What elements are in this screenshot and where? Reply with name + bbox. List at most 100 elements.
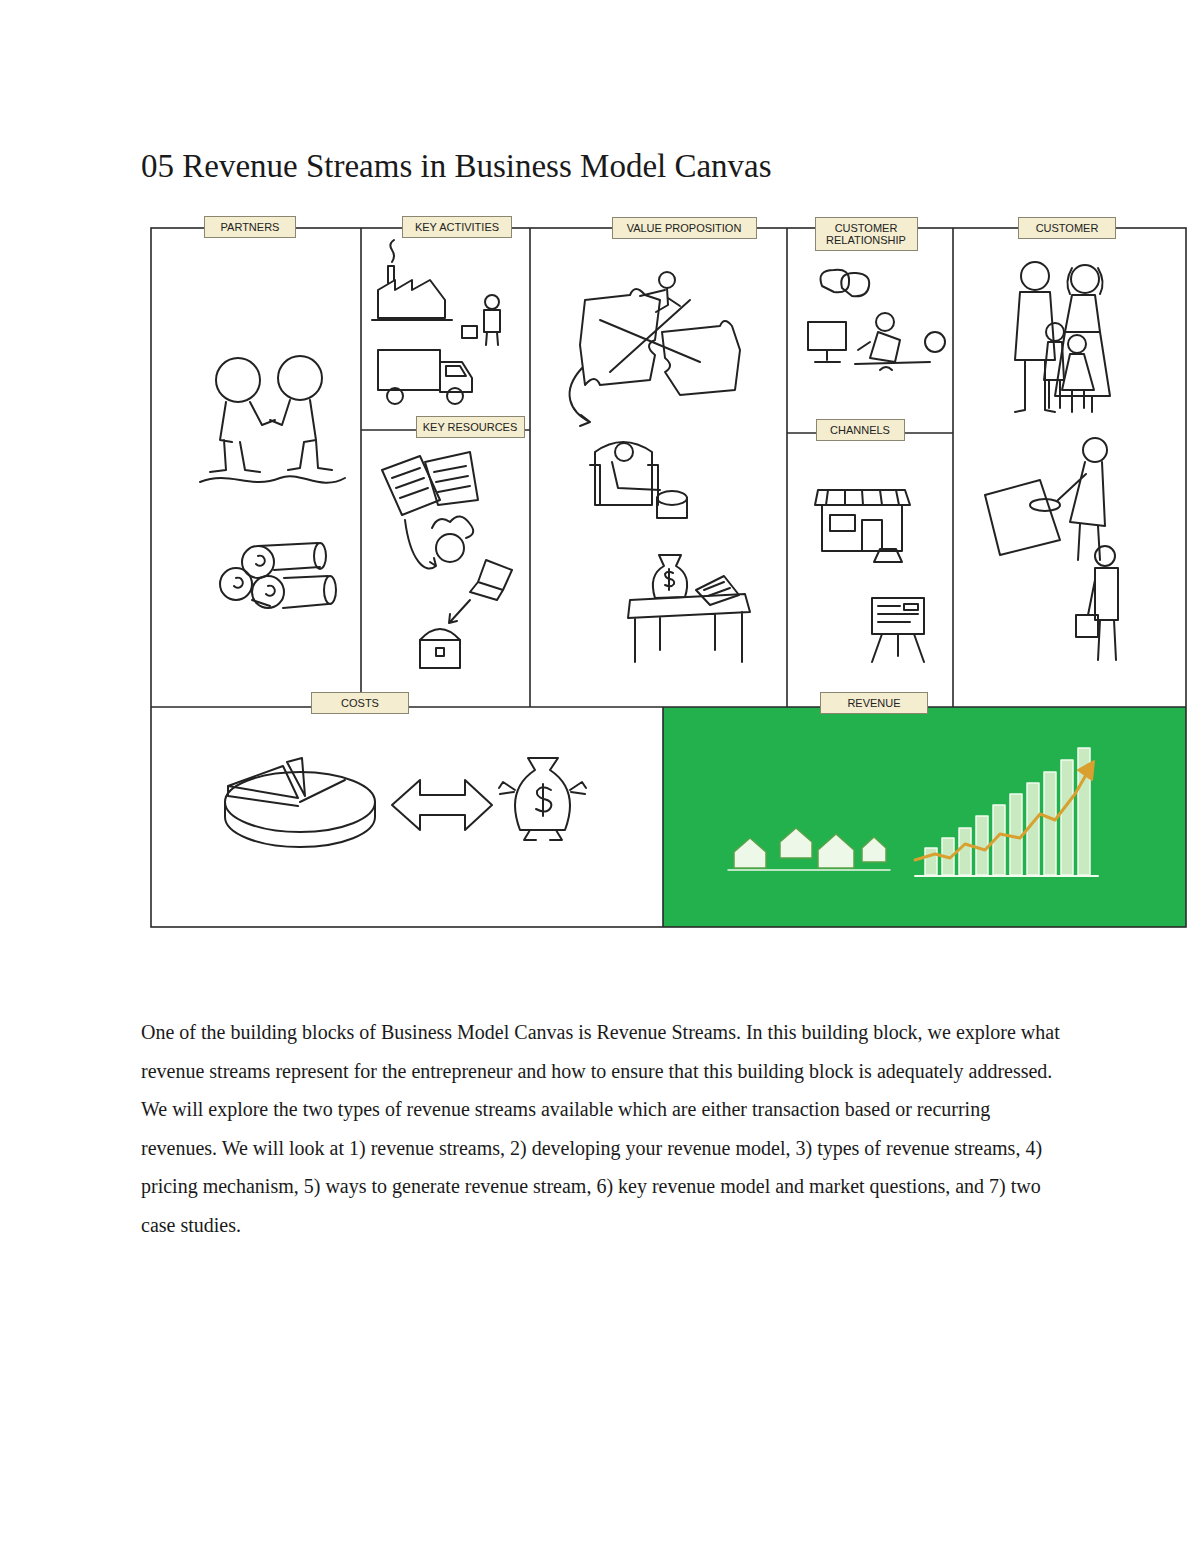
revenue-ground-part [663, 707, 1186, 927]
partners-sketch-part [324, 576, 336, 604]
customer-block: CUSTOMER [953, 228, 1186, 707]
channels-sketch-part [874, 549, 902, 562]
channels-sketch-part [872, 598, 924, 634]
revenue-sketch-part-part [925, 848, 937, 875]
customer-sketch-part [1044, 342, 1064, 408]
key-resources-sketch-part [436, 534, 464, 562]
key-activities-sketch-part [378, 350, 440, 390]
page-title: 05 Revenue Streams in Business Model Can… [141, 146, 772, 186]
channels-sketch-part [815, 490, 910, 505]
costs-sketch-part [392, 780, 492, 830]
costs-sketch-part [228, 766, 298, 806]
customer-relationship-sketch-part [841, 273, 869, 296]
block-label-tab: COSTS [311, 692, 409, 714]
customer-relationship-block: CUSTOMER RELATIONSHIP [787, 228, 953, 433]
value-proposition-sketch-part [659, 272, 675, 288]
customer-sketch-part [985, 480, 1060, 555]
key-activities-sketch-part [388, 240, 394, 283]
customer-sketch-part [1095, 546, 1115, 566]
revenue-sketch-part [925, 748, 1090, 875]
revenue-sketch-part [728, 869, 890, 871]
value-proposition-sketch-part [628, 594, 750, 662]
customer-sketch-part [1062, 354, 1094, 408]
key-activities-sketch-part [378, 280, 445, 318]
partners-sketch-part [314, 543, 326, 569]
revenue-sketch [728, 748, 1098, 876]
partners-sketch-part [278, 356, 322, 400]
revenue-block: REVENUE [663, 707, 1186, 927]
revenue-sketch-part-part [1010, 794, 1022, 875]
channels-sketch-part [862, 520, 882, 551]
revenue-sketch-part-part [959, 828, 971, 875]
partners-sketch-part [216, 358, 260, 402]
customer-relationship-sketch-part [880, 367, 892, 370]
revenue-sketch-part-part [1061, 760, 1073, 875]
canvas-grid-part [151, 228, 1186, 927]
customer-sketch-part [1030, 499, 1060, 511]
key-activities-sketch-part [387, 388, 403, 404]
value-proposition-sketch-part [570, 368, 590, 426]
value-proposition-sketch-part [662, 321, 740, 395]
block-label-tab: CUSTOMER [1018, 217, 1116, 239]
revenue-sketch-part [915, 768, 1090, 860]
revenue-sketch-part-part [862, 837, 886, 862]
key-activities-sketch-part [372, 319, 452, 321]
partners-sketch-part [252, 543, 328, 608]
key-resources-sketch [382, 452, 512, 668]
channels-block: CHANNELS [787, 433, 953, 707]
customer-sketch-part [1078, 524, 1100, 560]
customer-sketch-part [1068, 335, 1086, 353]
canvas-grid [151, 228, 1186, 927]
intro-paragraph: One of the building blocks of Business M… [141, 1013, 1071, 1245]
value-proposition-sketch-part [615, 443, 633, 461]
customer-relationship-sketch-part [821, 270, 850, 293]
costs-sketch-part [225, 802, 375, 847]
key-activities-sketch-part [462, 326, 477, 338]
value-proposition-sketch-part [653, 555, 687, 598]
costs-sketch-part [300, 780, 345, 802]
partners-sketch-part [252, 576, 284, 608]
value-proposition-sketch-part [657, 491, 687, 505]
customer-sketch-part [1021, 262, 1049, 290]
key-resources-sketch-part [432, 516, 473, 538]
customer-relationship-sketch-part [855, 362, 930, 364]
block-label-tab: KEY ACTIVITIES [402, 216, 512, 238]
customer-sketch-part [1071, 265, 1099, 293]
key-activities-sketch-part [485, 295, 499, 309]
block-label-tab: KEY RESOURCES [416, 416, 525, 438]
customer-sketch-part [1058, 462, 1105, 526]
partners-sketch-part [200, 476, 345, 483]
partners-sketch-part [210, 402, 275, 472]
key-resources-sketch-part [425, 452, 478, 505]
revenue-sketch-part [734, 828, 886, 868]
costs-sketch [225, 758, 586, 847]
customer-sketch-part [1083, 438, 1107, 462]
value-proposition-sketch-part [612, 462, 660, 490]
key-resources-sketch-part [449, 600, 470, 623]
partners-sketch [200, 356, 345, 608]
customer-relationship-sketch-part [808, 322, 846, 350]
customer-sketch-part [1046, 323, 1064, 341]
key-resources-sketch-part [405, 520, 436, 569]
channels-sketch-part [872, 634, 924, 662]
key-activities-sketch-part [447, 388, 463, 404]
customer-relationship-sketch-part [858, 332, 900, 362]
costs-sketch-part [536, 784, 551, 816]
key-resources-sketch-part [420, 629, 460, 656]
value-proposition-sketch-part [600, 290, 700, 372]
costs-sketch-part [515, 758, 570, 830]
block-label-tab: CUSTOMER RELATIONSHIP [815, 217, 918, 251]
block-label-tab: CHANNELS [816, 419, 905, 441]
channels-sketch-part [822, 505, 902, 551]
revenue-sketch-part [1078, 761, 1094, 780]
revenue-sketch-part-part [976, 816, 988, 875]
key-activities-sketch [372, 240, 500, 404]
customer-relationship-sketch-part [815, 350, 840, 362]
partners-block: PARTNERS [151, 228, 361, 707]
customer-relationship-sketch [808, 270, 945, 370]
costs-sketch-part [287, 758, 305, 796]
key-resources-block: KEY RESOURCES [361, 430, 530, 707]
costs-block: COSTS [151, 707, 663, 927]
revenue-ground [663, 707, 1186, 927]
